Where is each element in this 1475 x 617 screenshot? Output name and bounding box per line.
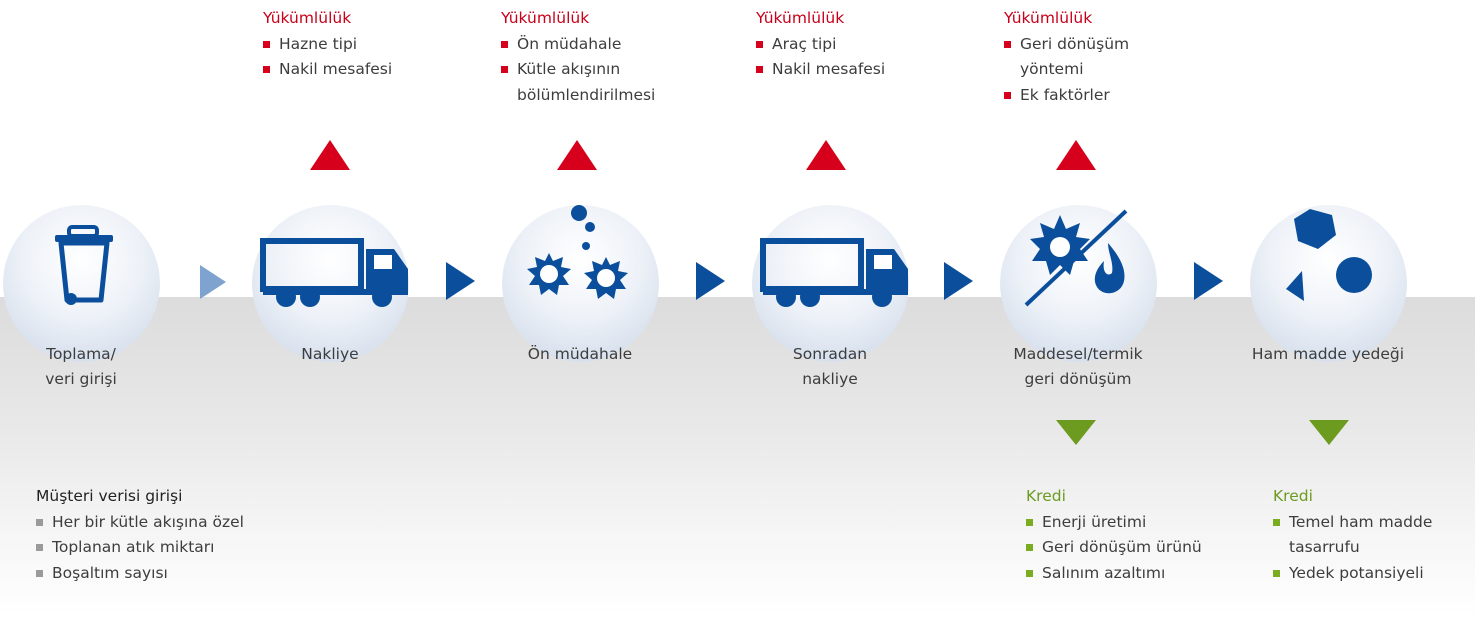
- stage-label: Nakliye: [301, 345, 359, 363]
- credit-item: Enerji üretimi: [1026, 510, 1202, 536]
- obligation-block-pretreatment: Yükümlülük Ön müdahale Kütle akışının bö…: [501, 6, 655, 108]
- obligation-item: Araç tipi: [756, 32, 885, 58]
- stage-label: Ön müdahale: [527, 345, 633, 363]
- obligation-title: Yükümlülük: [756, 9, 845, 27]
- obligation-marker-triangle: [806, 140, 846, 170]
- credit-item: Geri dönüşüm ürünü: [1026, 535, 1202, 561]
- credit-item-continued: tasarrufu: [1289, 538, 1360, 556]
- shapes-icon: [1286, 209, 1372, 301]
- credit-marker-triangle: [1056, 420, 1096, 445]
- credit-title: Kredi: [1026, 487, 1066, 505]
- customer-data-item: Her bir kütle akışına özel: [36, 510, 244, 536]
- flow-arrow-icon: [696, 262, 725, 300]
- stage-pretreatment: Ön müdahale: [502, 205, 659, 385]
- obligation-item: Nakil mesafesi: [263, 57, 392, 83]
- obligation-marker-triangle: [310, 140, 350, 170]
- background-band: [0, 297, 1475, 617]
- flow-arrow-icon: [1194, 262, 1223, 300]
- customer-data-title: Müşteri verisi girişi: [36, 487, 183, 505]
- stage-transport: Nakliye: [252, 205, 409, 385]
- obligation-item: Geri dönüşüm: [1004, 32, 1129, 58]
- stage-circle: [1000, 205, 1157, 362]
- gears-icon: [527, 205, 628, 299]
- flow-arrow-icon: [200, 265, 226, 299]
- credit-title: Kredi: [1273, 487, 1313, 505]
- obligation-item: Nakil mesafesi: [756, 57, 885, 83]
- sun-flame-icon: [1024, 209, 1128, 307]
- credit-block-raw-material: Kredi Temel ham madde tasarrufu Yedek po…: [1273, 484, 1432, 586]
- customer-data-item: Boşaltım sayısı: [36, 561, 244, 587]
- customer-data-block: Müşteri verisi girişi Her bir kütle akış…: [36, 484, 244, 586]
- stage-label: Maddesel/termik geri dönüşüm: [1013, 345, 1143, 388]
- credit-item: Salınım azaltımı: [1026, 561, 1202, 587]
- stage-collection: Toplama/ veri girişi: [3, 205, 160, 388]
- credit-block-recycling: Kredi Enerji üretimi Geri dönüşüm ürünü …: [1026, 484, 1202, 586]
- stage-post-transport: Sonradan nakliye: [752, 205, 909, 388]
- credit-item: Yedek potansiyeli: [1273, 561, 1432, 587]
- obligation-title: Yükümlülük: [501, 9, 590, 27]
- truck-icon: [760, 238, 908, 307]
- stage-label: Sonradan nakliye: [792, 345, 868, 388]
- credit-marker-triangle: [1309, 420, 1349, 445]
- obligation-block-recycling: Yükümlülük Geri dönüşüm yöntemi Ek faktö…: [1004, 6, 1129, 108]
- obligation-item: Hazne tipi: [263, 32, 392, 58]
- flow-arrow-icon: [446, 262, 475, 300]
- customer-data-item: Toplanan atık miktarı: [36, 535, 244, 561]
- obligation-item-continued: yöntemi: [1020, 60, 1084, 78]
- obligation-block-post-transport: Yükümlülük Araç tipi Nakil mesafesi: [756, 6, 885, 83]
- obligation-item-continued: bölümlendirilmesi: [517, 85, 656, 104]
- obligation-title: Yükümlülük: [1004, 9, 1093, 27]
- credit-item: Temel ham madde: [1273, 510, 1432, 536]
- stage-label: Toplama/ veri girişi: [45, 345, 117, 388]
- flow-arrow-icon: [944, 262, 973, 300]
- obligation-marker-triangle: [557, 140, 597, 170]
- obligation-item: Ön müdahale: [501, 32, 655, 58]
- stage-label: Ham madde yedeği: [1251, 345, 1405, 363]
- obligation-block-transport: Yükümlülük Hazne tipi Nakil mesafesi: [263, 6, 392, 83]
- waste-bin-icon: [55, 225, 113, 305]
- obligation-title: Yükümlülük: [263, 9, 352, 27]
- obligation-item: Kütle akışının: [501, 57, 655, 83]
- stage-circle: [3, 205, 160, 362]
- obligation-marker-triangle: [1056, 140, 1096, 170]
- truck-icon: [260, 238, 408, 307]
- stage-recycling: Maddesel/termik geri dönüşüm: [1000, 205, 1157, 388]
- obligation-item: Ek faktörler: [1004, 83, 1129, 109]
- stage-circle: [502, 205, 659, 362]
- stage-raw-material: Ham madde yedeği: [1250, 205, 1407, 385]
